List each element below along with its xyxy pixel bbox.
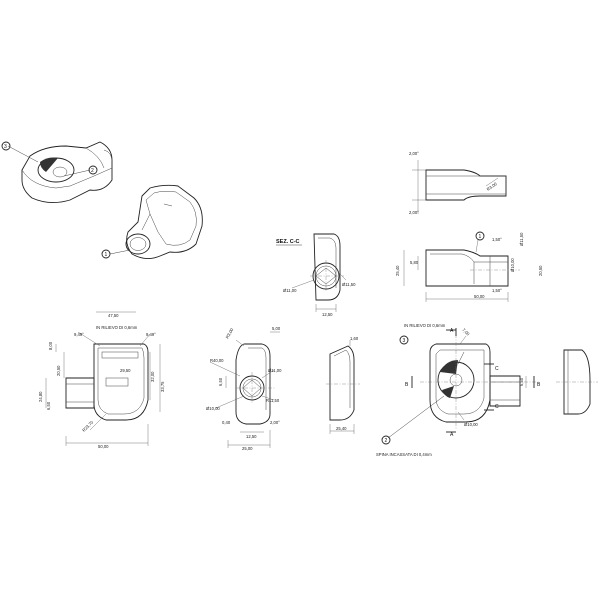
- dim-32: 32,00: [150, 371, 155, 382]
- dim-0-4: 0,40: [222, 420, 231, 425]
- dim-5-8: 5,80: [410, 260, 419, 265]
- section-c-top-letter: C: [495, 366, 499, 372]
- section-b-right-letter: B: [537, 382, 541, 388]
- dim-angle-150-top: 1,50°: [492, 237, 502, 242]
- callout-1-marker: [101, 249, 111, 259]
- dim-angle-top: 2,00°: [409, 151, 419, 156]
- dim-angle-150-bottom: 1,50°: [492, 288, 502, 293]
- dim-1-6: 1,60: [350, 336, 359, 341]
- callout-3-marker: [1, 141, 11, 151]
- section-b-left-letter: B: [405, 382, 409, 388]
- callout-1-side-marker: [475, 231, 485, 241]
- section-a-bottom-letter: A: [450, 432, 454, 438]
- label-rilievo-right: IN RILIEVO DI 0,6mm: [404, 323, 446, 328]
- dim-24-8: 24,80: [38, 391, 43, 402]
- view-end-center: R3,00 5,00 R40,00 Ø11,00 6,50 R11,50 Ø10…: [206, 326, 282, 451]
- dim-angle-2-end: 2,00°: [270, 420, 280, 425]
- section-cc-title: SEZ. C-C: [276, 239, 300, 245]
- dim-8: 8,00: [48, 341, 53, 350]
- view-side-right: 1 1,50° Ø11,50 Ø10,00 20,50 1,50° 5,80 2…: [395, 231, 543, 302]
- dim-7-plan: 7,00: [461, 327, 471, 337]
- dim-dia-11-end: Ø11,00: [268, 368, 282, 373]
- section-a-top-letter: A: [450, 328, 454, 334]
- dim-dia-11: Ø11,00: [283, 288, 297, 293]
- callout-2-marker: [88, 165, 98, 175]
- callout-1-side-label: 1: [479, 234, 482, 240]
- dim-radius: R3,00: [486, 181, 499, 192]
- dim-angle-949-left: 9,49°: [74, 332, 84, 337]
- dim-r23-7: R23,70: [81, 419, 95, 433]
- view-end-right: [556, 349, 598, 415]
- dim-angle-949-right: 9,49°: [146, 332, 156, 337]
- section-c-bottom-letter: C: [495, 404, 499, 410]
- dim-50-plan: 50,00: [98, 444, 109, 449]
- callout-3-label: 3: [4, 144, 7, 150]
- dim-29-5: 29,50: [120, 368, 131, 373]
- dim-dia-10-plan: Ø10,00: [464, 422, 478, 427]
- callout-1-label: 1: [105, 252, 108, 258]
- callout-2-label: 2: [91, 168, 94, 174]
- dim-dia-11-5-side: Ø11,50: [519, 232, 524, 246]
- view-section-cc: SEZ. C-C Ø11,00 Ø11,50 12,50: [276, 233, 356, 317]
- dim-r11-5-end: R11,50: [266, 398, 280, 403]
- dim-47-5: 47,50: [108, 313, 119, 318]
- dim-25-4-side: 25,40: [395, 265, 400, 276]
- view-plan-left: IN RILIEVO DI 0,6mm 47,50 9,49° 9,49° 8,…: [38, 311, 165, 449]
- dim-12-5-end: 12,50: [246, 434, 257, 439]
- dim-r40: R40,00: [210, 358, 224, 363]
- dim-5-end: 5,00: [272, 326, 281, 331]
- view-top-right: 2,00° 2,00° R3,00: [409, 151, 507, 215]
- dim-r3-end: R3,00: [225, 327, 235, 340]
- callout-2-plan-marker: [381, 435, 391, 445]
- dim-50-side: 50,00: [474, 294, 485, 299]
- label-spina-incassata: SPINA INCASSATA DI 0,4mm: [376, 452, 432, 457]
- iso-view-top: 3 2: [1, 141, 113, 203]
- dim-width-12-5: 12,50: [322, 312, 333, 317]
- callout-3-plan-marker: [399, 335, 409, 345]
- callout-2-plan-label: 2: [385, 438, 388, 444]
- dim-20-5-plan: 20,50: [56, 365, 61, 376]
- dim-20-5-side: 20,50: [538, 265, 543, 276]
- label-rilievo-left: IN RILIEVO DI 0,6mm: [96, 325, 138, 330]
- dim-6-5-end: 6,50: [218, 377, 223, 386]
- iso-view-bottom: 1: [101, 184, 203, 259]
- dim-dia-11-5: Ø11,50: [342, 282, 356, 287]
- dim-dia-10-end: Ø10,00: [206, 406, 220, 411]
- dim-33-75: 33,75: [160, 381, 165, 392]
- dim-dia-10-side: Ø10,00: [510, 258, 515, 272]
- dim-6-5-plan-right: 6,50: [519, 377, 524, 386]
- view-side-center: 1,60 25,40: [326, 336, 360, 434]
- callout-3-plan-label: 3: [403, 338, 406, 344]
- dim-25-4-center: 25,40: [336, 426, 347, 431]
- dim-6-5: 6,50: [46, 401, 51, 410]
- dim-angle-bottom: 2,00°: [409, 210, 419, 215]
- view-plan-right: IN RILIEVO DI 0,6mm 3 A A B B C C 7,00 6…: [376, 323, 541, 457]
- dim-25-end: 25,00: [242, 446, 253, 451]
